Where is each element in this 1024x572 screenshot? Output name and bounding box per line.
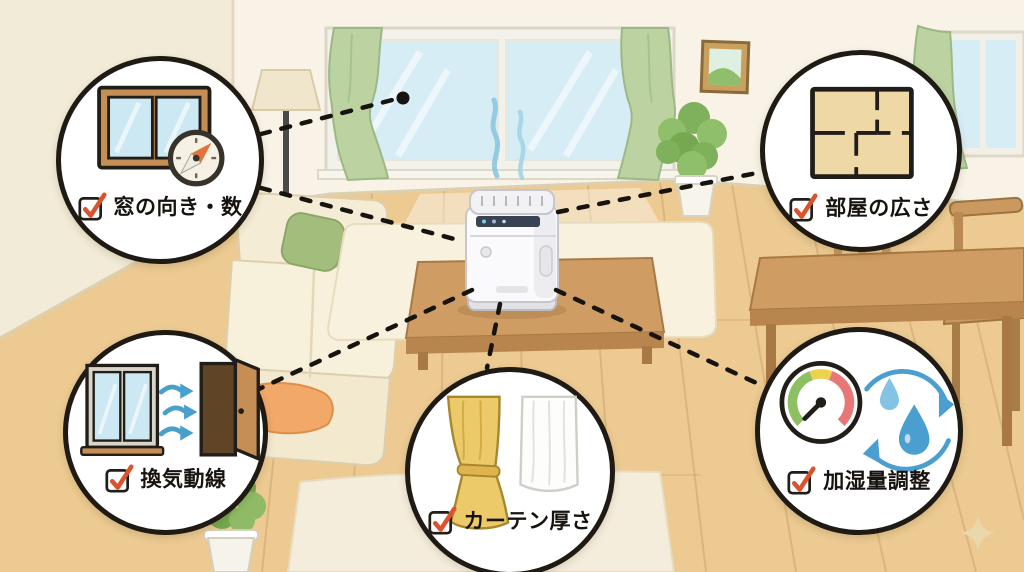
checkbox-check-icon (104, 463, 134, 493)
callout-text: 換気動線 (140, 468, 227, 491)
connector-dot (396, 91, 410, 105)
callout-text: 加湿量調整 (823, 470, 931, 493)
callout-label: 窓の向き・数 (61, 191, 259, 221)
checkbox-check-icon (427, 505, 457, 535)
humidifier-display (476, 216, 540, 227)
potted-plant-large (656, 102, 727, 217)
callout-room-size: 部屋の広さ (760, 50, 962, 252)
checkbox-check-icon (789, 192, 818, 222)
callout-ventilation-flow: 換気動線 (63, 330, 268, 535)
dashed-connector-lines (256, 96, 768, 392)
window-compass-icon (97, 85, 225, 187)
callout-label: 加湿量調整 (760, 465, 958, 495)
steam (490, 97, 526, 181)
floor-plan-icon (810, 86, 914, 180)
checkbox-check-icon (77, 191, 107, 221)
sparkle-icon (961, 516, 995, 550)
callout-text: 部屋の広さ (825, 197, 933, 220)
window-door-airflow-icon (80, 357, 260, 462)
green-curtains (328, 27, 676, 182)
callout-text: カーテン厚さ (463, 510, 593, 533)
callout-window-orientation: 窓の向き・数 (56, 56, 264, 264)
throw-pillow (280, 212, 346, 272)
callout-text: 窓の向き・数 (113, 196, 243, 219)
humidifier (457, 189, 567, 319)
callout-label: カーテン厚さ (410, 505, 610, 535)
curtains-icon (446, 395, 579, 530)
callout-label: 部屋の広さ (765, 192, 957, 222)
callout-curtain-thickness: カーテン厚さ (405, 367, 615, 572)
picture-frame (699, 39, 751, 95)
callout-label: 換気動線 (68, 463, 263, 493)
checkbox-check-icon (787, 465, 816, 495)
gauge-water-drops-icon (779, 361, 955, 472)
callout-humidity-adjustment: 加湿量調整 (755, 327, 963, 535)
